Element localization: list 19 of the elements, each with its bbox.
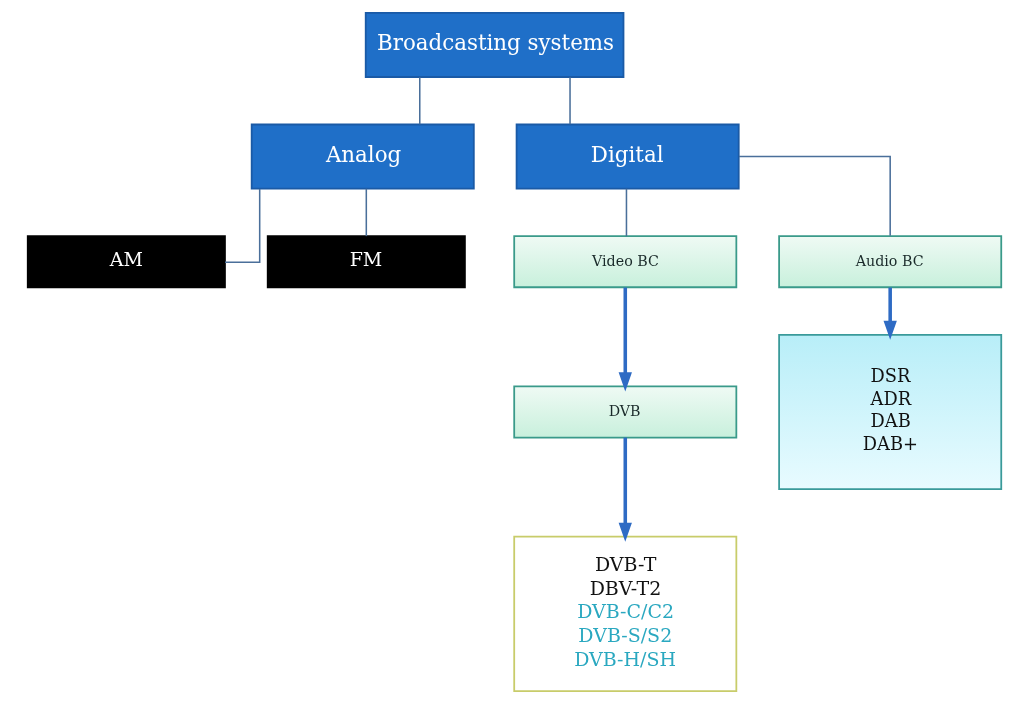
node-box: Video BC	[512, 235, 737, 289]
arrow	[618, 287, 632, 392]
node-box: Broadcasting systems	[364, 11, 624, 78]
arrow	[883, 287, 897, 340]
arrow	[618, 437, 632, 542]
node-box: DVB	[512, 385, 737, 439]
node-box: FM	[266, 235, 466, 289]
node-box: Digital	[515, 123, 740, 190]
connector	[365, 187, 367, 237]
connector	[625, 187, 627, 237]
node-box: DSR ADR DAB DAB+	[777, 333, 1002, 491]
node-box: Audio BC	[777, 235, 1002, 289]
connector	[223, 188, 260, 264]
connector	[568, 76, 571, 126]
node-box: AM	[26, 235, 226, 289]
connector	[737, 155, 891, 237]
node-box: Analog	[250, 123, 475, 190]
node-box: DVB-T DBV-T2 DVB-C/C2 DVB-S/S2 DVB-H/SH	[512, 535, 737, 693]
connector	[418, 76, 421, 126]
